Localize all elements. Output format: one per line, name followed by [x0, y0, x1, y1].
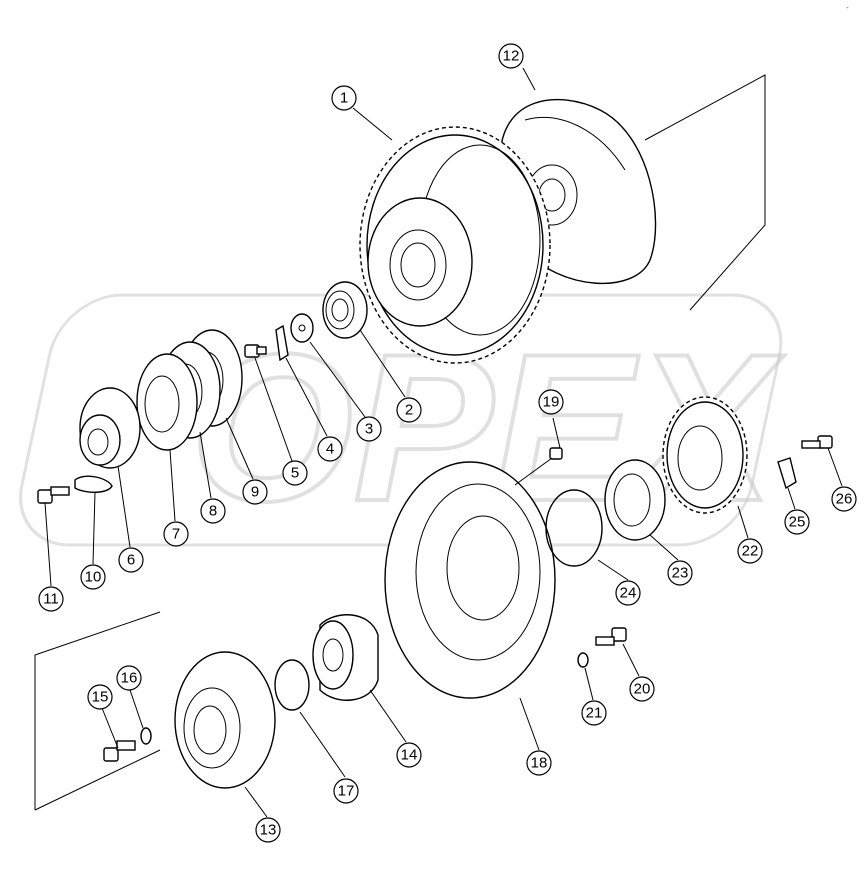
callout-23: 23 [667, 560, 693, 586]
callout-18: 18 [526, 750, 552, 776]
callout-4: 4 [317, 436, 343, 462]
part-1-flywheel [359, 126, 551, 364]
corner-mark: - [846, 3, 849, 12]
callout-26: 26 [831, 486, 857, 512]
svg-text:10: 10 [85, 569, 102, 586]
callout-6: 6 [118, 547, 144, 573]
part-11-bolt [37, 486, 70, 504]
part-10-plate [74, 475, 113, 493]
part-22-gear [662, 396, 748, 514]
part-13-turbine [34, 611, 276, 811]
part-3-spacer [290, 313, 314, 343]
callout-10: 10 [80, 564, 106, 590]
part-23-bearing [604, 459, 666, 541]
svg-text:22: 22 [742, 543, 759, 560]
svg-text:19: 19 [543, 394, 560, 411]
svg-text:2: 2 [405, 402, 413, 419]
part-19-bolt [514, 447, 563, 486]
callout-3: 3 [356, 416, 382, 442]
callout-17: 17 [333, 778, 359, 804]
callout-14: 14 [396, 742, 422, 768]
svg-text:15: 15 [92, 689, 109, 706]
svg-text:7: 7 [172, 526, 180, 543]
leader-lines [44, 67, 843, 818]
svg-text:8: 8 [209, 503, 217, 520]
part-4-lock-plate [275, 324, 289, 362]
callout-5: 5 [282, 460, 308, 486]
part-20-bolt [595, 627, 627, 646]
part-21-washer [577, 652, 589, 668]
svg-text:13: 13 [260, 822, 277, 839]
part-17-snap-ring [274, 659, 310, 711]
svg-text:21: 21 [586, 705, 603, 722]
svg-text:3: 3 [365, 421, 373, 438]
svg-text:17: 17 [338, 783, 355, 800]
svg-text:12: 12 [503, 48, 520, 65]
part-16-washer [140, 727, 152, 745]
svg-text:20: 20 [634, 681, 651, 698]
svg-text:18: 18 [531, 755, 548, 772]
callout-16: 16 [116, 665, 142, 691]
svg-text:9: 9 [251, 484, 259, 501]
svg-text:23: 23 [672, 565, 689, 582]
callout-12: 12 [498, 43, 524, 69]
callout-1: 1 [331, 85, 357, 111]
callout-22: 22 [737, 538, 763, 564]
callout-9: 9 [242, 479, 268, 505]
svg-text:14: 14 [401, 747, 418, 764]
svg-text:25: 25 [789, 514, 806, 531]
part-26-bolt [801, 435, 833, 449]
part-6-hub [79, 387, 141, 469]
svg-text:11: 11 [43, 591, 59, 608]
svg-text:4: 4 [326, 441, 334, 458]
svg-text:24: 24 [620, 585, 637, 602]
part-5-bolt [244, 344, 267, 358]
callout-20: 20 [629, 676, 655, 702]
callout-24: 24 [615, 580, 641, 606]
part-18-pump-impeller [384, 461, 556, 699]
callout-7: 7 [163, 521, 189, 547]
svg-text:16: 16 [121, 670, 138, 687]
callout-19: 19 [538, 389, 564, 415]
svg-text:6: 6 [127, 552, 135, 569]
callout-11: 11 [38, 586, 64, 612]
svg-text:26: 26 [836, 491, 853, 508]
part-25-plate [777, 457, 797, 490]
callout-25: 25 [784, 509, 810, 535]
callout-2: 2 [396, 397, 422, 423]
callout-15: 15 [87, 684, 113, 710]
callout-21: 21 [581, 700, 607, 726]
part-2-bearing [322, 281, 368, 339]
part-15-bolt [103, 740, 136, 762]
part-24-snap-ring [545, 489, 603, 567]
callout-13: 13 [255, 817, 281, 843]
part-14-stator-hub [312, 614, 379, 701]
svg-text:1: 1 [340, 90, 348, 107]
svg-text:5: 5 [291, 465, 299, 482]
callout-8: 8 [200, 498, 226, 524]
part-7-plate [136, 353, 198, 451]
